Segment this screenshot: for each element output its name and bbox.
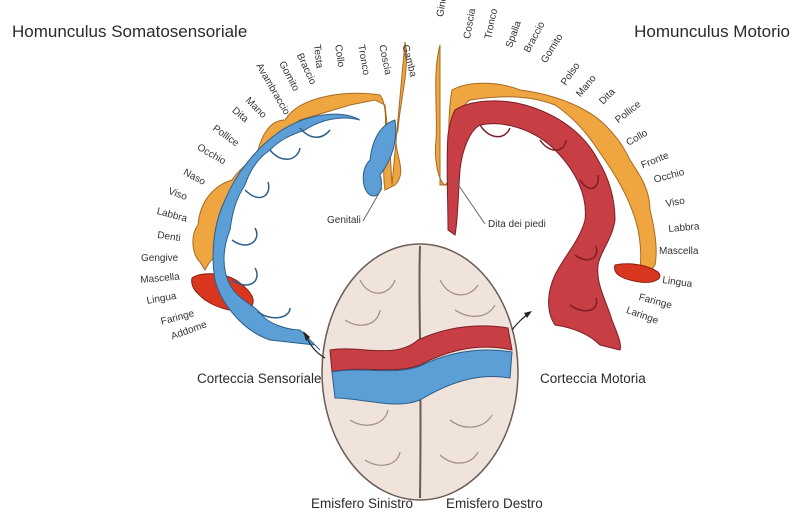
sensory-cortex-caption: Corteccia Sensoriale	[197, 371, 322, 386]
motor-arrow	[511, 313, 529, 331]
motor-callout-dita-piedi: Dita dei piedi	[488, 219, 546, 230]
sensory-homunculus-body	[192, 41, 407, 272]
motor-cortex-gyri	[479, 124, 599, 312]
right-hemisphere-caption: Emisfero Destro	[446, 496, 543, 511]
sensory-callout-genitali: Genitali	[327, 215, 361, 226]
left-hemisphere-caption: Emisfero Sinistro	[311, 496, 414, 511]
sensory-label-gengive: Gengive	[141, 253, 179, 264]
sensory-cortex-gyri	[231, 127, 331, 319]
brain-top-view	[321, 243, 519, 501]
motor-callout-line	[454, 179, 486, 225]
motor-cortex-caption: Corteccia Motoria	[540, 371, 646, 386]
brain-motor-band	[329, 325, 513, 373]
motor-label-mascella: Mascella	[659, 246, 699, 257]
motor-homunculus-body	[435, 44, 657, 273]
motor-tongue	[614, 263, 661, 283]
sensory-homunculus-title: Homunculus Somatosensoriale	[12, 22, 248, 41]
sensory-callout-line	[362, 187, 383, 222]
motor-cortex-strip	[446, 100, 621, 351]
motor-homunculus-title: Homunculus Motorio	[634, 22, 790, 41]
brain-sensory-band	[331, 349, 513, 405]
sensory-label-testa: Testa	[311, 43, 325, 69]
sensory-label-collo: Collo	[332, 43, 347, 68]
